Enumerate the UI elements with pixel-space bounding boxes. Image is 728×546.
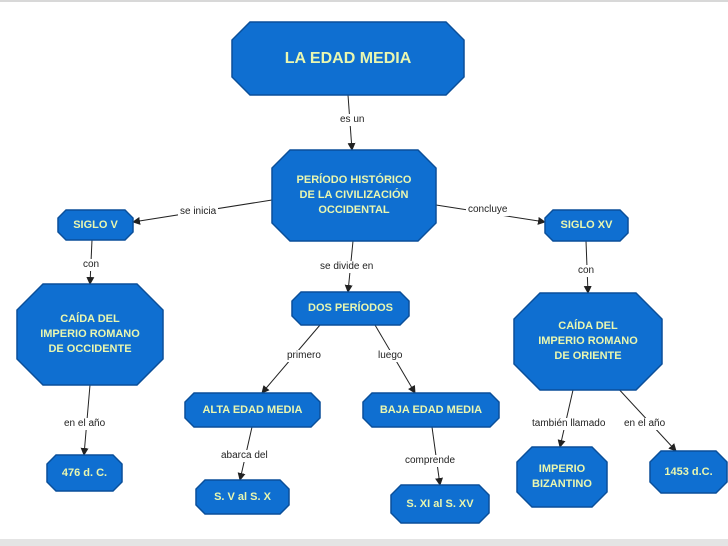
octagon-polygon	[231, 21, 465, 96]
node-label: SIGLO V	[73, 218, 118, 231]
node-label: S. V al S. X	[214, 490, 271, 503]
octagon-shape	[57, 209, 134, 241]
node-label: CAÍDA DEL IMPERIO ROMANO DE OCCIDENTE	[40, 313, 140, 355]
node-label: 476 d. C.	[61, 466, 108, 479]
edge-label-se-divide-en: se divide en	[318, 261, 376, 273]
node-476: 476 d. C.	[46, 454, 123, 492]
top-border	[0, 0, 728, 2]
octagon-polygon	[291, 291, 410, 326]
node-label: SIGLO XV	[560, 219, 613, 231]
node-caida-occidente: CAÍDA DEL IMPERIO ROMANO DE OCCIDENTE	[16, 283, 164, 386]
octagon-polygon	[649, 450, 728, 494]
octagon-polygon	[16, 283, 164, 386]
edge-label-con-right: con	[576, 265, 597, 277]
octagon-shape	[544, 209, 629, 242]
octagon-polygon	[57, 209, 134, 241]
octagon-shape	[46, 454, 123, 492]
octagon-shape	[513, 292, 663, 391]
node-la-edad-media: LA EDAD MEDIA	[231, 21, 465, 96]
node-label: S. XI al S. XV	[406, 497, 474, 510]
edge-label-concluye: concluye	[466, 204, 510, 216]
edge-label-primero: primero	[285, 350, 323, 362]
octagon-shape	[16, 283, 164, 386]
octagon-polygon	[390, 484, 490, 524]
octagon-shape	[195, 479, 290, 515]
node-1453: 1453 d.C.	[649, 450, 728, 494]
octagon-shape	[362, 392, 500, 428]
octagon-polygon	[516, 446, 608, 508]
octagon-polygon	[513, 292, 663, 391]
octagon-shape	[649, 450, 728, 494]
edge-label-tambien-llamado: también llamado	[530, 418, 608, 430]
edge-label-luego: luego	[376, 350, 405, 362]
node-sv-sx: S. V al S. X	[195, 479, 290, 515]
node-dos-periodos: DOS PERÍODOS	[291, 291, 410, 326]
node-sxi-sxv: S. XI al S. XV	[390, 484, 490, 524]
node-label: BAJA EDAD MEDIA	[379, 403, 483, 416]
octagon-shape	[231, 21, 465, 96]
node-caida-oriente: CAÍDA DEL IMPERIO ROMANO DE ORIENTE	[513, 292, 663, 391]
octagon-polygon	[46, 454, 123, 492]
node-label: CAÍDA DEL IMPERIO ROMANO DE ORIENTE	[538, 320, 638, 362]
edge-label-con-left: con	[81, 259, 102, 271]
octagon-polygon	[195, 479, 290, 515]
edge-label-en-el-ano-left: en el año	[62, 418, 108, 430]
edge-label-se-inicia: se inicia	[178, 206, 219, 218]
edge-label-es-un: es un	[338, 114, 367, 126]
node-label: DOS PERÍODOS	[308, 302, 393, 314]
node-label: IMPERIO BIZANTINO	[532, 463, 592, 490]
node-alta-edad-media: ALTA EDAD MEDIA	[184, 392, 321, 428]
octagon-polygon	[271, 149, 437, 242]
octagon-polygon	[362, 392, 500, 428]
octagon-polygon	[184, 392, 321, 428]
node-periodo-historico: PERÍODO HISTÓRICO DE LA CIVILIZACIÓN OCC…	[271, 149, 437, 242]
edge-label-comprende: comprende	[403, 455, 458, 467]
octagon-shape	[516, 446, 608, 508]
octagon-shape	[271, 149, 437, 242]
node-label: ALTA EDAD MEDIA	[202, 403, 303, 416]
octagon-shape	[184, 392, 321, 428]
node-siglo-xv: SIGLO XV	[544, 209, 629, 242]
node-label: LA EDAD MEDIA	[284, 50, 412, 67]
octagon-shape	[390, 484, 490, 524]
edge-label-en-el-ano-right: en el año	[622, 418, 668, 430]
node-imperio-bizantino: IMPERIO BIZANTINO	[516, 446, 608, 508]
edge-label-abarca-del: abarca del	[219, 450, 270, 462]
node-label: 1453 d.C.	[664, 465, 713, 478]
node-label: PERÍODO HISTÓRICO DE LA CIVILIZACIÓN OCC…	[296, 174, 412, 216]
bottom-border	[0, 539, 728, 546]
node-baja-edad-media: BAJA EDAD MEDIA	[362, 392, 500, 428]
octagon-shape	[291, 291, 410, 326]
octagon-polygon	[544, 209, 629, 242]
node-siglo-v: SIGLO V	[57, 209, 134, 241]
